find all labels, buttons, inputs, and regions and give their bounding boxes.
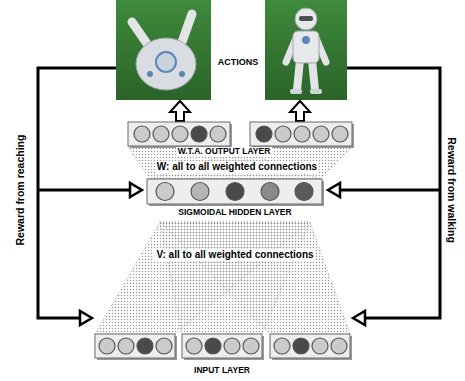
neuron-unit [99, 338, 115, 354]
robot-body [136, 38, 196, 90]
open-arrowhead [130, 183, 142, 197]
neuron-unit [295, 183, 313, 201]
robot-leg [312, 60, 315, 90]
layer-box [147, 179, 322, 204]
neuron-unit [118, 338, 134, 354]
open-arrowhead [353, 311, 365, 325]
robot-detail [179, 71, 185, 77]
neuron-unit [293, 338, 309, 354]
neuron-unit [312, 338, 328, 354]
neuron-layers [95, 122, 354, 360]
layer-box [182, 334, 262, 358]
robot-foot [310, 89, 322, 94]
output-arrow [170, 101, 190, 121]
neuron-unit [134, 126, 150, 142]
reward-line [340, 189, 440, 192]
layer-box [270, 334, 350, 358]
layer-label: V: all to all weighted connections [154, 249, 315, 261]
robot-detail [299, 16, 313, 21]
neuron-unit [210, 126, 226, 142]
neuron-unit [224, 338, 240, 354]
neuron-unit [256, 126, 272, 142]
neuron-unit [156, 183, 174, 201]
neuron-unit [313, 126, 329, 142]
neuron-unit [172, 126, 188, 142]
open-arrowhead [80, 311, 92, 325]
robot-detail [147, 71, 153, 77]
weight-fan [160, 222, 350, 334]
robot-detail [302, 36, 310, 44]
neuron-unit [294, 126, 310, 142]
neuron-unit [153, 126, 169, 142]
reward-label: Reward from walking [446, 137, 458, 243]
neuron-unit [137, 338, 153, 354]
layer-box [128, 122, 230, 146]
layer-label: W: all to all weighted connections [155, 161, 319, 173]
neuron-unit [261, 183, 279, 201]
robot-leg [297, 60, 300, 90]
layer-label: INPUT LAYER [194, 366, 250, 376]
robot-foot [290, 89, 302, 94]
open-arrowhead [328, 183, 340, 197]
robot-head [295, 8, 317, 30]
layer-label: SIGMOIDAL HIDDEN LAYER [176, 208, 293, 218]
neuron-unit [331, 338, 347, 354]
neuron-unit [191, 183, 209, 201]
reward-label: Reward from reaching [14, 135, 26, 246]
layer-box [250, 122, 352, 146]
robot-photo [116, 0, 211, 100]
neuron-unit [186, 338, 202, 354]
robot-photo [265, 0, 347, 100]
output-arrow [290, 101, 310, 121]
neuron-unit [205, 338, 221, 354]
neuron-unit [156, 338, 172, 354]
neuron-unit [243, 338, 259, 354]
robot-arm [182, 14, 192, 42]
neuron-unit [275, 126, 291, 142]
layer-label: ACTIONS [218, 57, 259, 67]
reward-line [38, 189, 130, 192]
reward-line [347, 68, 440, 318]
weight-fan [150, 147, 352, 179]
robot-body [293, 31, 319, 63]
layer-label: W.T.A. OUTPUT LAYER [176, 147, 273, 157]
neuron-unit [226, 183, 244, 201]
reward-line [38, 68, 116, 318]
neuron-unit [274, 338, 290, 354]
neuron-unit [191, 126, 207, 142]
neuron-unit [332, 126, 348, 142]
layer-box [95, 334, 175, 358]
robot-head [156, 52, 176, 72]
